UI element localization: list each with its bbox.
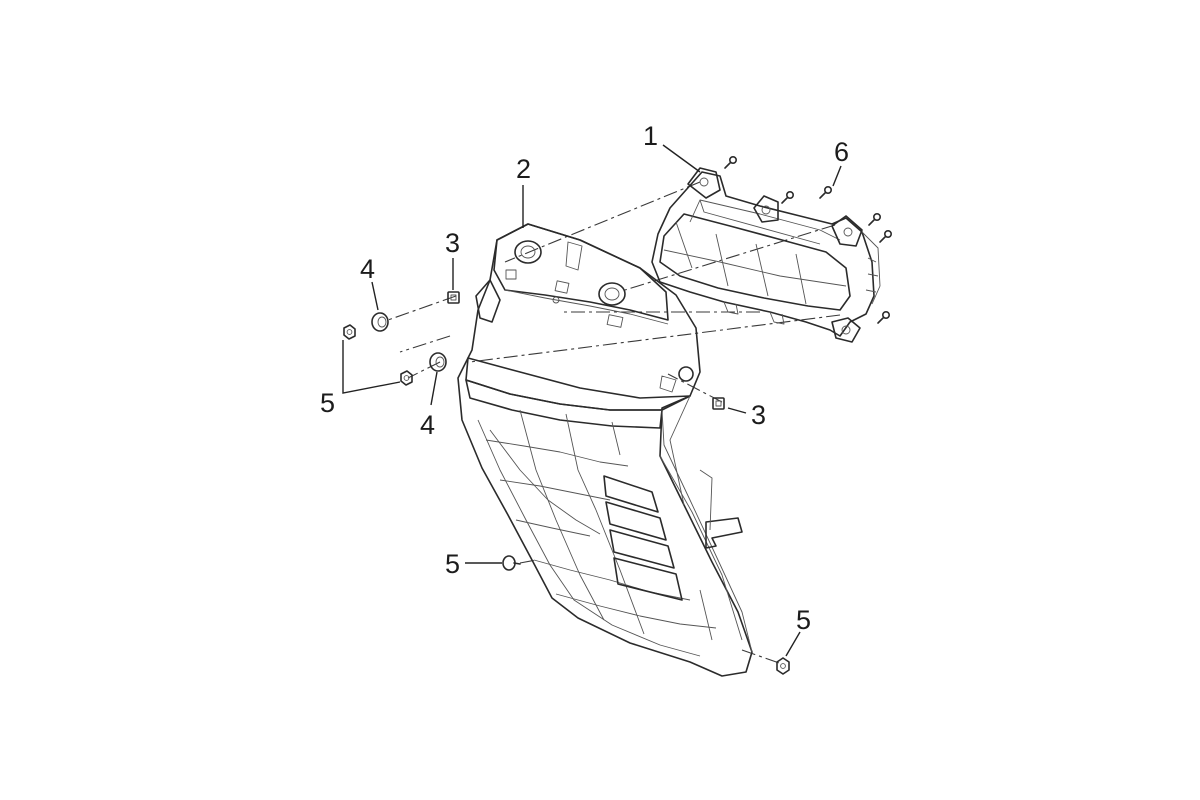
bolt-part-5-b <box>400 370 413 386</box>
leader-lines <box>342 144 842 657</box>
bolt-part-5-a <box>343 324 356 340</box>
callout-5-middle: 5 <box>445 549 460 579</box>
callout-4-lower: 4 <box>420 410 435 440</box>
screws-part-6 <box>724 155 893 324</box>
grommet-part-4-lower <box>429 352 447 372</box>
clip-nut-part-3 <box>447 291 460 304</box>
front-panel-part-2 <box>457 223 753 677</box>
bolt-part-5-d <box>776 657 790 675</box>
callout-3-upper: 3 <box>445 228 460 258</box>
headlight-assembly-part-1 <box>651 167 881 343</box>
vent-slats <box>603 475 683 601</box>
grommet-part-4-upper <box>371 312 389 332</box>
bolt-part-5-c <box>502 555 521 571</box>
callout-5-right: 5 <box>796 605 811 635</box>
callout-4-upper: 4 <box>360 254 375 284</box>
clip-nut-part-3-lower <box>712 397 725 410</box>
callout-3-lower: 3 <box>751 400 766 430</box>
callout-6: 6 <box>834 137 849 167</box>
callout-labels: 1 2 3 4 6 5 4 3 5 5 <box>320 121 849 635</box>
callout-2: 2 <box>516 154 531 184</box>
callout-5-left: 5 <box>320 388 335 418</box>
callout-1: 1 <box>643 121 658 151</box>
